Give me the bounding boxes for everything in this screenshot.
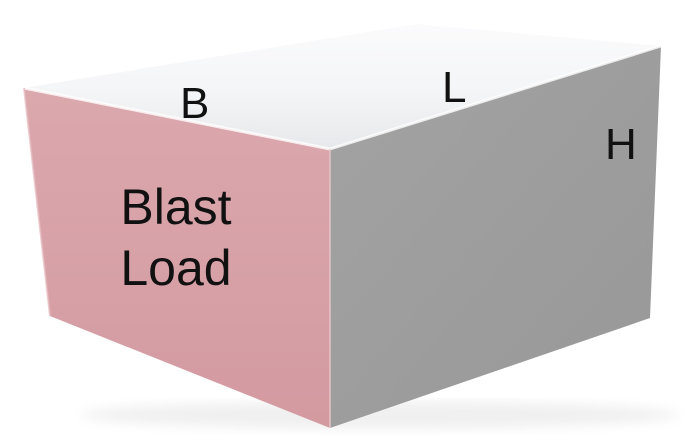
front-face (24, 88, 330, 428)
front-face-label-line2: Load (120, 240, 231, 296)
breadth-label: B (180, 79, 209, 128)
front-face-label-line1: Blast (120, 179, 231, 235)
length-label: L (442, 63, 466, 112)
ground-shadow (80, 401, 680, 429)
side-face (330, 46, 661, 428)
height-label: H (605, 120, 637, 169)
top-face (24, 24, 661, 149)
top-front-edge (23, 86, 331, 151)
left-edge (23, 87, 51, 317)
top-side-edge (329, 44, 662, 151)
